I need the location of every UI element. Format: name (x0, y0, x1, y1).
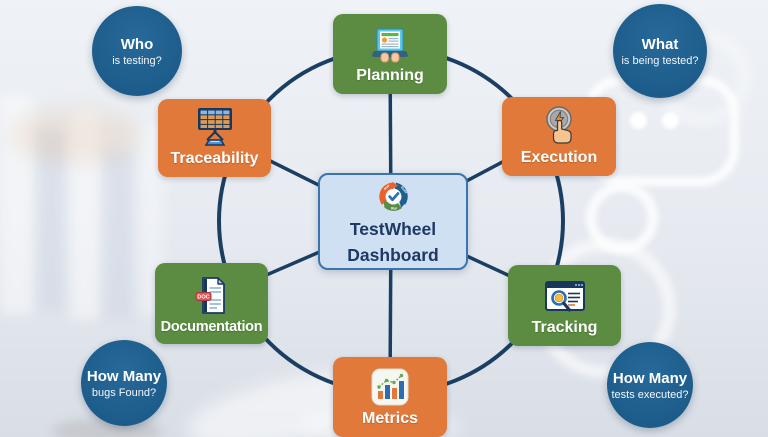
execution-press-button-icon (546, 106, 572, 144)
doc-badge-label: DOC (197, 295, 209, 301)
question-bugs-main: How Many (86, 367, 162, 385)
question-what-main: What (641, 35, 679, 53)
center-hub: Plan Build Run TestWheel Dashboard (318, 173, 468, 270)
center-hub-title: TestWheel Dashboard (347, 217, 438, 268)
center-hub-title-line1: TestWheel (349, 219, 437, 240)
node-traceability-label: Traceability (170, 150, 259, 167)
wheel-build-label: Build (399, 185, 407, 194)
question-how-many-tests: How Many tests executed? (607, 342, 693, 428)
question-bugs-sub: bugs Found? (91, 386, 157, 399)
question-who-sub: is testing? (112, 54, 162, 67)
question-tests-sub: tests executed? (611, 388, 689, 401)
question-what-sub: is being tested? (621, 54, 699, 67)
question-what: What is being tested? (613, 4, 707, 98)
node-tracking-label: Tracking (531, 319, 598, 336)
node-metrics: Metrics (333, 357, 447, 437)
plan-build-run-cycle-icon: Plan Build Run (378, 181, 408, 211)
node-documentation: DOC Documentation (155, 263, 268, 344)
node-execution-label: Execution (520, 149, 598, 166)
tracking-magnifier-window-icon (544, 281, 585, 312)
node-documentation-label: Documentation (160, 319, 263, 335)
center-hub-title-line2: Dashboard (347, 244, 439, 265)
planning-laptop-icon (372, 28, 408, 63)
node-traceability: Traceability (158, 99, 271, 177)
node-planning-label: Planning (356, 67, 424, 84)
metrics-bar-chart-icon (371, 368, 409, 406)
node-execution: Execution (502, 97, 616, 176)
wheel-run-label: Run (391, 207, 397, 211)
documentation-doc-file-icon: DOC (195, 277, 225, 314)
node-planning: Planning (333, 14, 447, 94)
question-how-many-bugs: How Many bugs Found? (81, 340, 167, 426)
node-metrics-label: Metrics (361, 410, 419, 427)
wheel-plan-label: Plan (382, 183, 389, 191)
question-tests-main: How Many (612, 369, 688, 387)
question-who: Who is testing? (92, 6, 182, 96)
question-who-main: Who (120, 35, 154, 53)
traceability-matrix-board-icon (197, 108, 232, 146)
node-tracking: Tracking (508, 265, 621, 346)
